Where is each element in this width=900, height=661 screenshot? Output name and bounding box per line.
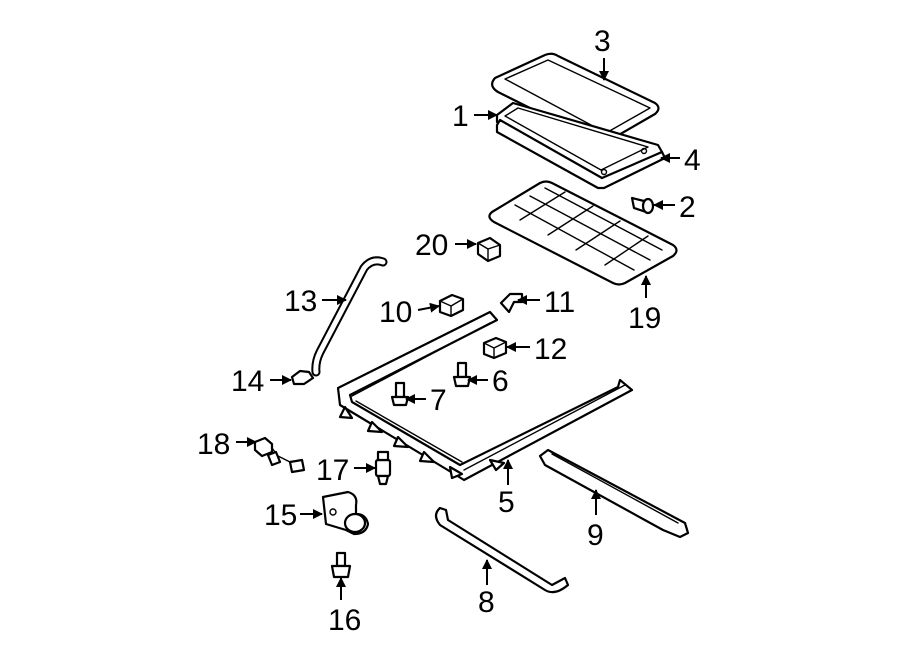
leader-10	[417, 302, 440, 313]
callout-4: 4	[684, 144, 701, 177]
bracket-part	[499, 292, 524, 314]
callout-17: 17	[316, 454, 349, 487]
hose-end-part	[290, 369, 315, 386]
callout-5: 5	[498, 486, 515, 519]
side-rail-part	[538, 448, 690, 539]
callout-12: 12	[534, 333, 567, 366]
bumper-part	[438, 293, 465, 318]
block-part	[476, 236, 502, 263]
relay-part	[374, 450, 392, 486]
sunroof-frame-part	[336, 310, 634, 482]
wiring-harness-part	[253, 436, 306, 474]
drain-hose-part	[311, 256, 388, 377]
callout-7: 7	[430, 384, 447, 417]
bolt-part-6	[452, 361, 472, 388]
guide-rail-part	[434, 506, 570, 594]
bolt-part-7	[390, 381, 410, 407]
pin-part	[630, 196, 655, 215]
clip-part	[482, 336, 508, 360]
glass-panel-part	[491, 52, 660, 144]
callout-6: 6	[492, 365, 509, 398]
callout-15: 15	[264, 499, 297, 532]
callout-20: 20	[415, 229, 448, 262]
callout-10: 10	[379, 296, 412, 329]
callout-19: 19	[628, 302, 661, 335]
sunshade-part	[488, 180, 678, 286]
callout-labels: 3 1 4 2 19 20 10 11 12 13 14 6 7 18 17 5…	[197, 25, 701, 637]
callout-3: 3	[594, 25, 611, 58]
motor-part	[321, 490, 370, 536]
callout-18: 18	[197, 428, 230, 461]
callout-16: 16	[328, 604, 361, 637]
screw-part	[330, 551, 352, 579]
leader-lines	[236, 58, 680, 600]
callout-9: 9	[587, 519, 604, 552]
callout-2: 2	[679, 191, 696, 224]
callout-8: 8	[478, 586, 495, 619]
callout-11: 11	[544, 286, 575, 319]
callout-13: 13	[284, 285, 317, 318]
callout-14: 14	[231, 365, 264, 398]
callout-1: 1	[452, 100, 469, 133]
